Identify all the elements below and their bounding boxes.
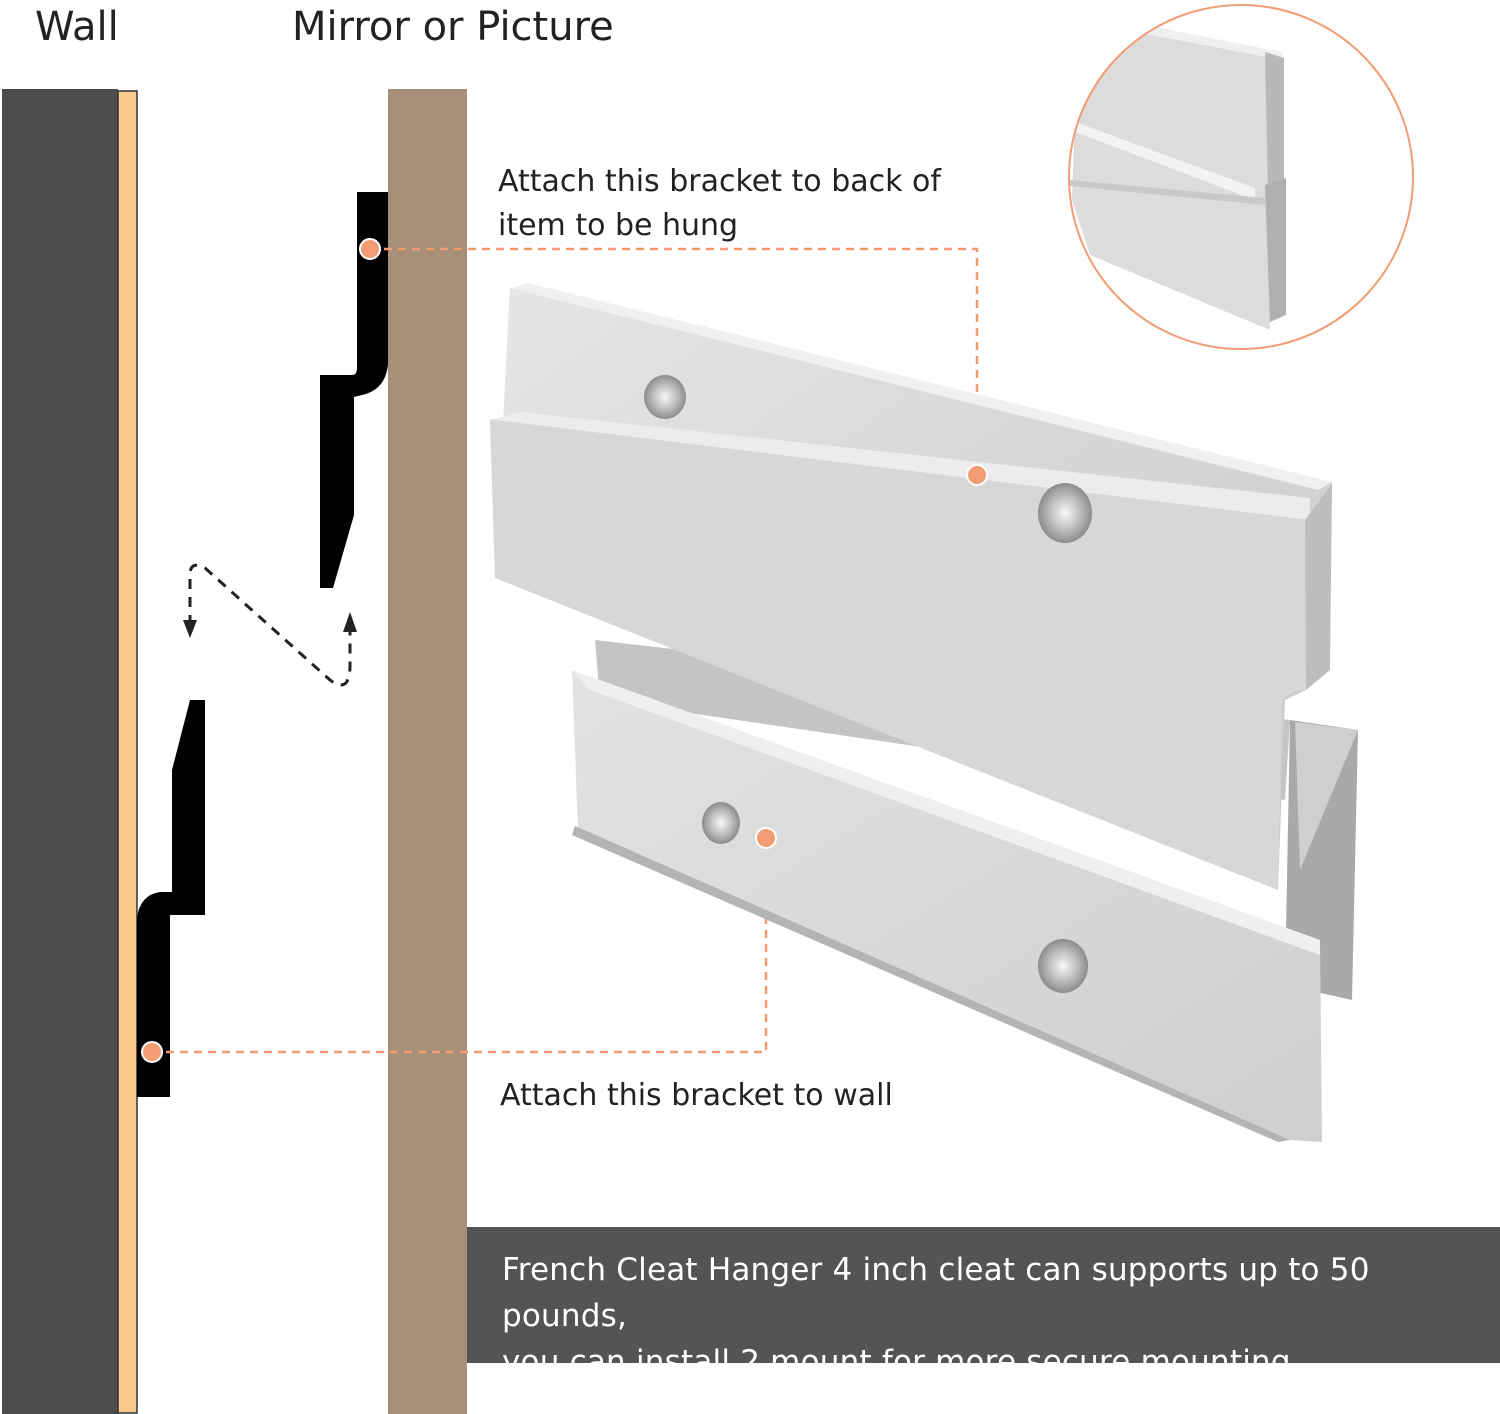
top-callout-line2: item to be hung [498,208,739,243]
caption-banner: French Cleat Hanger 4 inch cleat can sup… [467,1227,1500,1380]
screw-hole [1038,939,1088,993]
top-callout-dot-left [359,238,381,260]
screw-hole [1038,483,1092,543]
arrow-down-icon [183,620,197,638]
wall [2,89,118,1414]
picture-cleat-profile [320,192,388,588]
dashed-s-curve-with-arrows-icon [188,563,352,687]
wall-strip [117,90,138,1414]
zoom-detail-circle [1068,4,1414,350]
caption-line2: you can install 2 mount for more secure … [502,1344,1291,1380]
bottom-callout-dot-left [141,1041,163,1063]
caption-line1: French Cleat Hanger 4 inch cleat can sup… [502,1252,1370,1334]
picture-bracket-photo [490,283,1332,890]
bottom-callout-dot-right [755,827,777,849]
wall-cleat-profile [137,700,205,1097]
top-callout-dot-right [966,464,988,486]
mirror-or-picture-label: Mirror or Picture [292,4,614,50]
screw-hole [644,375,686,419]
screw-hole [702,802,740,844]
top-callout-text: Attach this bracket to back of item to b… [498,160,941,248]
top-callout-line1: Attach this bracket to back of [498,164,941,199]
arrow-up-icon [343,612,357,632]
bottom-callout-text: Attach this bracket to wall [500,1078,893,1113]
picture-board [388,89,467,1414]
wall-label: Wall [35,4,119,50]
